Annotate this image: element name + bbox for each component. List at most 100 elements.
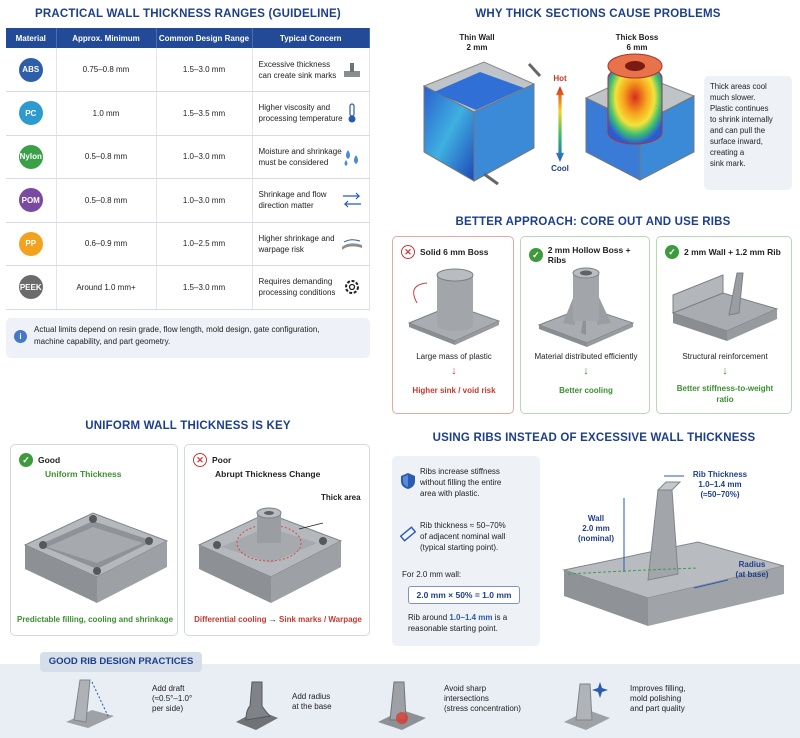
practice-draft: Add draft(≈0.5°–1.0°per side) xyxy=(152,684,193,713)
material-cell: Nylon xyxy=(6,135,57,179)
material-cell: ABS xyxy=(6,48,57,92)
solid-boss-title: Solid 6 mm Boss xyxy=(420,247,489,257)
rib-wall-illustration xyxy=(671,272,779,341)
rib-wall-dimension-illustration xyxy=(562,475,785,626)
poor-sub: Abrupt Thickness Change xyxy=(215,469,321,479)
for-wall-text: For 2.0 mm wall: xyxy=(402,570,462,579)
warp-icon xyxy=(341,233,363,255)
solid-boss-illustration xyxy=(407,268,501,345)
note-line-1: Actual limits depend on resin grade, flo… xyxy=(34,325,320,334)
ruler-icon xyxy=(400,526,416,542)
shield-icon xyxy=(401,473,415,489)
solid-boss-desc: Large mass of plastic xyxy=(416,352,492,361)
poor-caption: Differential cooling → Sink marks / Warp… xyxy=(194,615,362,624)
x-icon: ✕ xyxy=(401,245,415,259)
gear-icon xyxy=(341,276,363,298)
minimum-cell: 0.75–0.8 mm xyxy=(56,48,157,92)
material-cell: PEEK xyxy=(6,265,57,310)
formula-box: 2.0 mm × 50% = 1.0 mm xyxy=(408,586,520,604)
water-drops-icon xyxy=(341,146,363,168)
draft-rib-icon xyxy=(66,679,114,728)
abrupt-box-illustration xyxy=(197,507,343,603)
rib-wall-desc: Structural reinforcement xyxy=(682,352,768,361)
good-sub: Uniform Thickness xyxy=(45,469,122,479)
range-cell: 1.0–3.0 mm xyxy=(156,178,253,223)
thermometer-icon xyxy=(341,102,363,124)
thin-wall-thermal-illustration xyxy=(422,61,542,186)
good-uniform-card: ✓ Good Uniform Thickness Predictable fil… xyxy=(10,444,178,636)
minimum-cell: Around 1.0 mm+ xyxy=(56,265,157,310)
flow-arrows-icon xyxy=(341,189,363,211)
practices-title: GOOD RIB DESIGN PRACTICES xyxy=(40,652,202,672)
solid-boss-result: Higher sink / void risk xyxy=(412,386,496,395)
solid-boss-card: ✕ Solid 6 mm Boss Large mass of plastic … xyxy=(392,236,514,414)
rib-around-text: Rib around 1.0–1.4 mm is a reasonable st… xyxy=(408,613,508,633)
minimum-cell: 0.5–0.8 mm xyxy=(56,135,157,179)
info-icon: i xyxy=(14,330,27,343)
rib-wall-card: ✓ 2 mm Wall + 1.2 mm Rib Structural rein… xyxy=(656,236,792,414)
minimum-cell: 1.0 mm xyxy=(56,91,157,136)
thick-section-title: WHY THICK SECTIONS CAUSE PROBLEMS xyxy=(475,8,721,20)
check-icon: ✓ xyxy=(665,245,679,259)
range-cell: 1.0–2.5 mm xyxy=(156,222,253,266)
good-label: Good xyxy=(38,455,61,465)
material-badge: PEEK xyxy=(18,275,43,300)
hollow-boss-title: 2 mm Hollow Boss + Ribs xyxy=(547,245,631,265)
material-badge: Nylon xyxy=(18,144,43,169)
x-icon: ✕ xyxy=(193,453,207,467)
table-title: PRACTICAL WALL THICKNESS RANGES (GUIDELI… xyxy=(35,8,341,20)
down-arrow-icon: ↓ xyxy=(722,365,728,377)
guideline-note: i Actual limits depend on resin grade, f… xyxy=(6,318,370,358)
range-cell: 1.5–3.5 mm xyxy=(156,91,253,136)
header-minimum: Approx. Minimum xyxy=(56,28,157,48)
down-arrow-icon: ↓ xyxy=(583,365,589,377)
wall-thickness-table: Material Approx. Minimum Common Design R… xyxy=(6,28,370,310)
rib-ratio-text: Rib thickness ≈ 50–70%of adjacent nomina… xyxy=(420,521,506,552)
material-badge: POM xyxy=(18,188,43,213)
material-cell: PC xyxy=(6,91,57,136)
minimum-cell: 0.6–0.9 mm xyxy=(56,222,157,266)
range-cell: 1.0–3.0 mm xyxy=(156,135,253,179)
sharp-intersection-icon xyxy=(378,681,426,730)
uniform-section-title: UNIFORM WALL THICKNESS IS KEY xyxy=(85,420,291,432)
note-line-2: machine capability, and part geometry. xyxy=(34,337,171,346)
header-concern: Typical Concern xyxy=(252,28,370,48)
hollow-boss-desc: Material distributed efficiently xyxy=(534,352,638,361)
radius-label: Radius(at base) xyxy=(735,560,769,579)
thick-boss-thermal-illustration xyxy=(584,53,696,181)
down-arrow-icon: ↓ xyxy=(451,365,457,377)
material-badge: ABS xyxy=(18,57,43,82)
good-caption: Predictable filling, cooling and shrinka… xyxy=(16,615,174,624)
ribs-section-title: BETTER APPROACH: CORE OUT AND USE RIBS xyxy=(455,216,731,228)
material-badge: PP xyxy=(18,231,43,256)
heat-scale-bar: Hot Cool xyxy=(551,74,569,174)
ribs-vs-wall-title: USING RIBS INSTEAD OF EXCESSIVE WALL THI… xyxy=(432,432,756,444)
hollow-boss-result: Better cooling xyxy=(559,386,613,395)
thick-area-label: Thick area xyxy=(321,493,361,502)
sink-mark-icon xyxy=(341,59,363,81)
poor-abrupt-card: ✕ Poor Abrupt Thickness Change Thick are… xyxy=(184,444,370,636)
range-cell: 1.5–3.0 mm xyxy=(156,265,253,310)
